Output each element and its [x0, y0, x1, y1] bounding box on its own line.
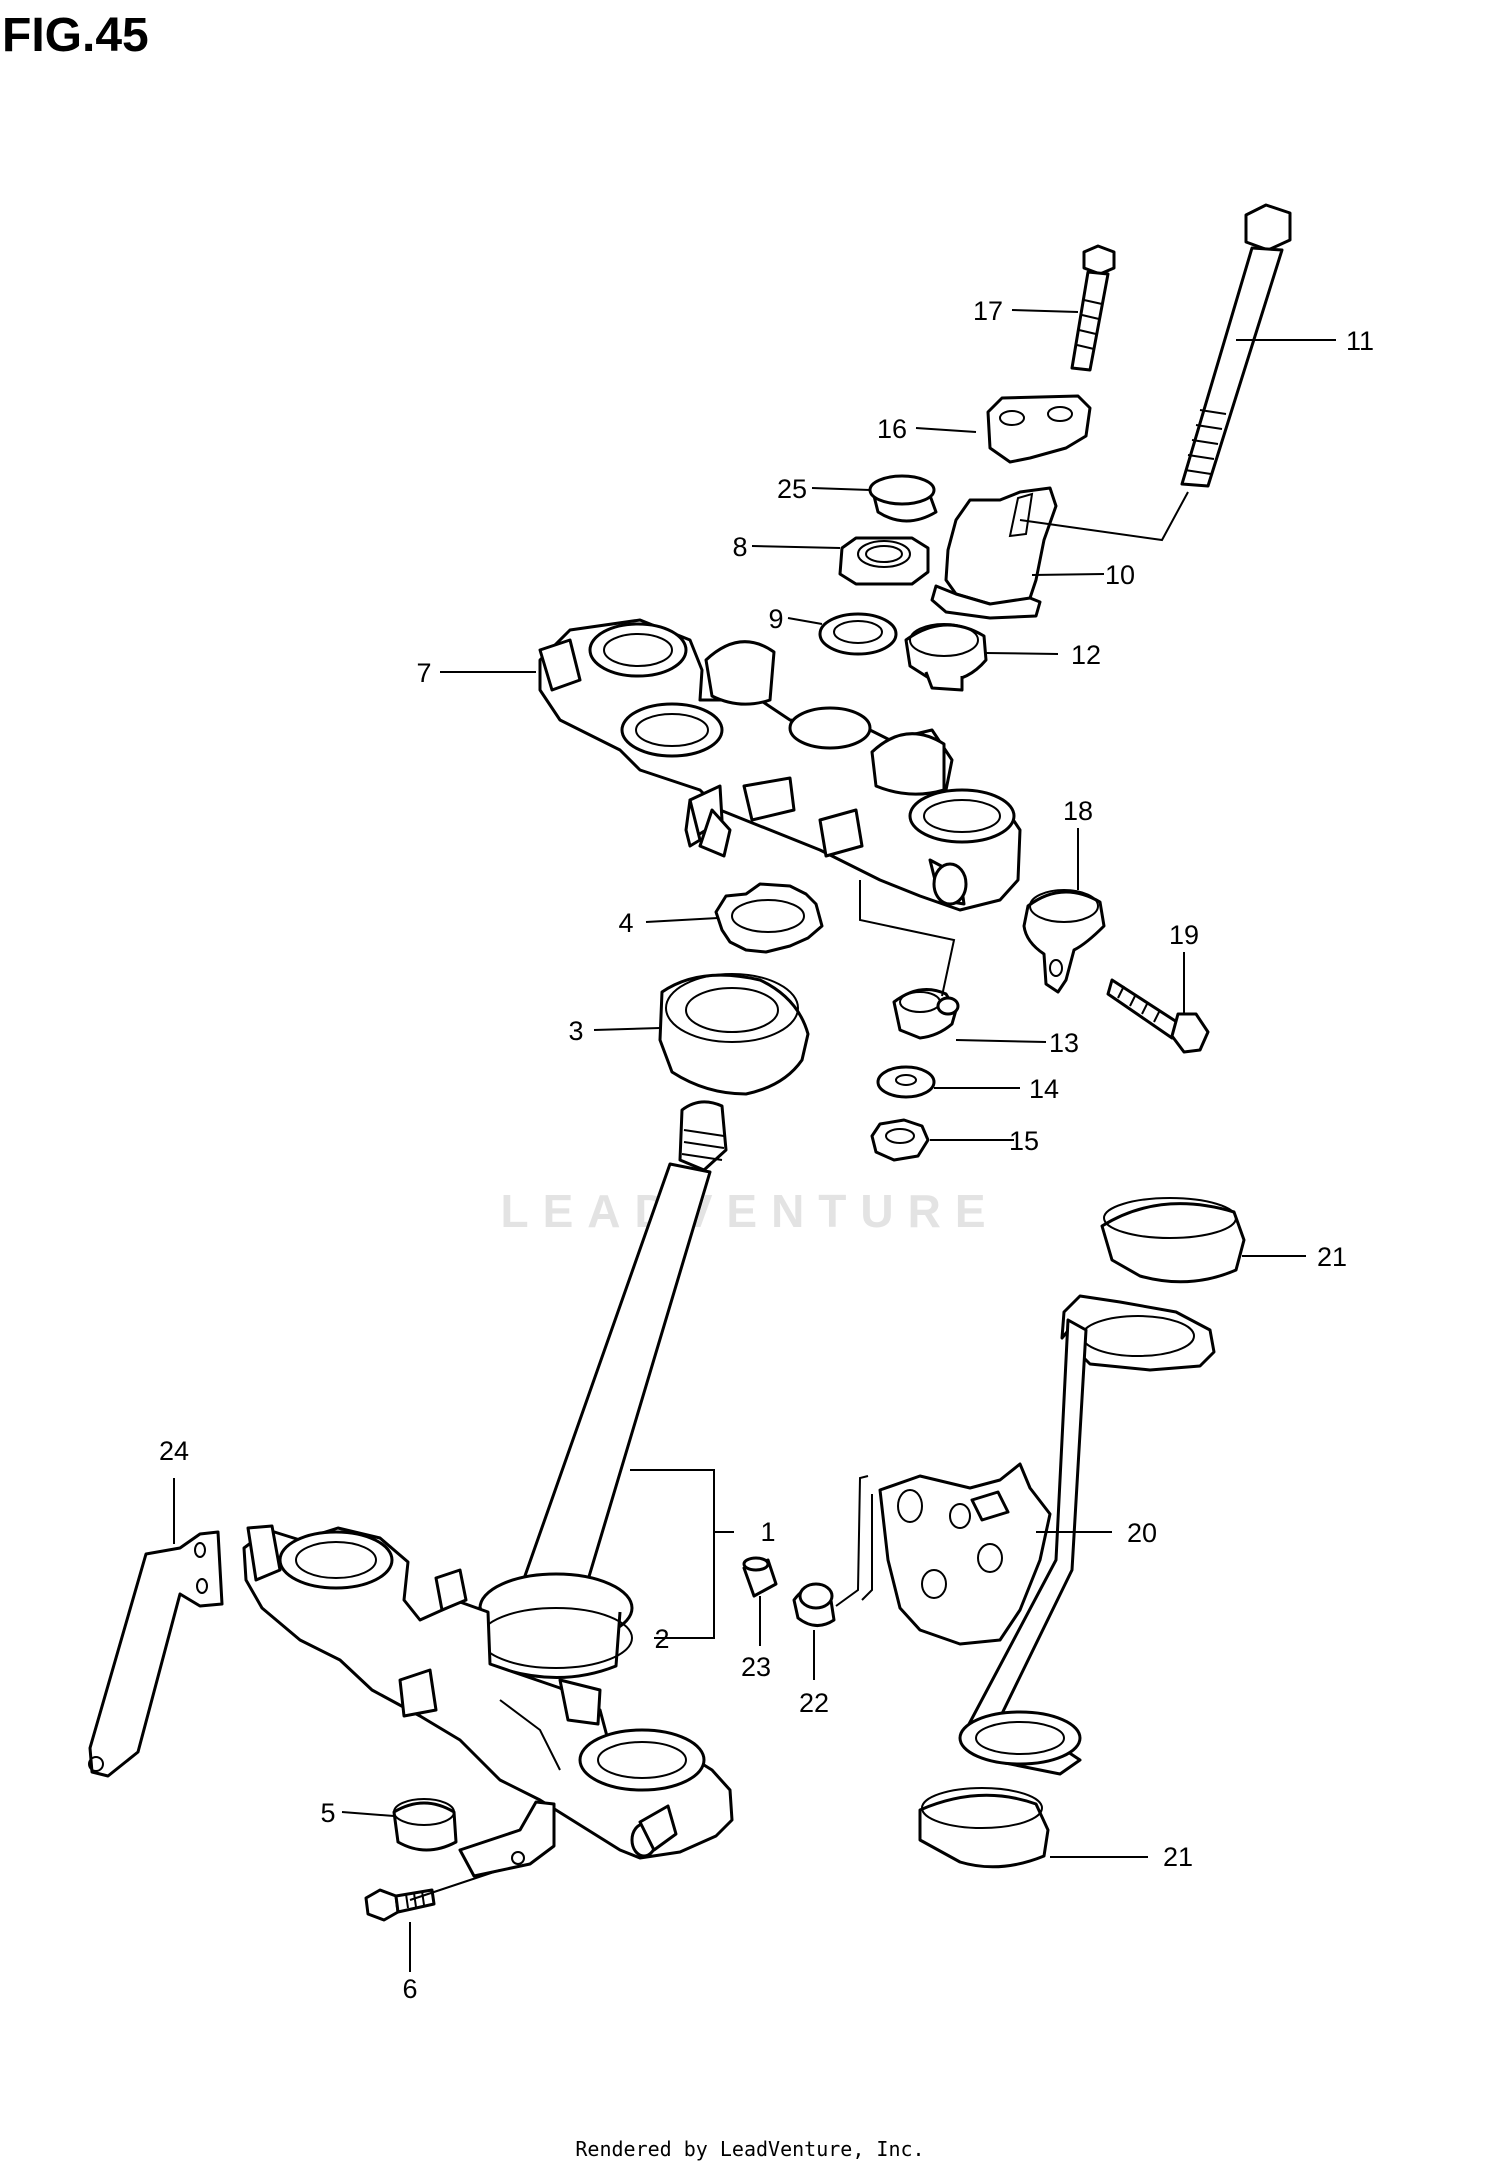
part-16-clamp-cap[interactable]	[986, 394, 1092, 464]
callout-18[interactable]: 18	[1063, 796, 1093, 826]
part-5-grommet[interactable]	[392, 1798, 458, 1852]
callout-15[interactable]: 15	[1009, 1126, 1039, 1156]
callout-22[interactable]: 22	[799, 1688, 829, 1718]
callout-1[interactable]: 1	[760, 1517, 775, 1547]
callout-25[interactable]: 25	[777, 474, 807, 504]
part-22-grommet[interactable]	[792, 1582, 836, 1627]
part-3-bearing[interactable]	[658, 973, 810, 1096]
callout-9[interactable]: 9	[768, 604, 783, 634]
callout-21-upper[interactable]: 21	[1317, 1242, 1347, 1272]
part-10-handlebar-holder[interactable]	[930, 486, 1058, 620]
part-23-collar[interactable]	[742, 1556, 778, 1598]
part-21-grommet-lower[interactable]	[918, 1787, 1050, 1869]
callout-14[interactable]: 14	[1029, 1074, 1059, 1104]
callout-21-lower[interactable]: 21	[1163, 1842, 1193, 1872]
footer-credit: Rendered by LeadVenture, Inc.	[575, 2137, 925, 2161]
part-17-short-bolt[interactable]	[1070, 244, 1116, 372]
callout-19[interactable]: 19	[1169, 920, 1199, 950]
callout-16[interactable]: 16	[877, 414, 907, 444]
callout-11[interactable]: 11	[1346, 326, 1374, 356]
part-15-nut[interactable]	[870, 1118, 930, 1162]
figure-title: FIG.45	[2, 9, 149, 62]
lower-bracket[interactable]	[242, 1524, 734, 1860]
callout-24[interactable]: 24	[159, 1436, 189, 1466]
callout-2[interactable]: 2	[654, 1624, 669, 1654]
part-14-washer[interactable]	[876, 1065, 936, 1099]
part-9-washer[interactable]	[818, 612, 898, 656]
callout-5[interactable]: 5	[320, 1798, 335, 1828]
callout-20[interactable]: 20	[1127, 1518, 1157, 1548]
part-19-bolt[interactable]	[1106, 978, 1210, 1054]
callout-12[interactable]: 12	[1071, 640, 1101, 670]
callout-4[interactable]: 4	[618, 908, 633, 938]
part-24-bracket[interactable]	[88, 1530, 224, 1778]
part-25-cap[interactable]	[868, 474, 938, 523]
part-8-nut[interactable]	[838, 536, 930, 586]
part-21-grommet-upper[interactable]	[1100, 1197, 1246, 1284]
callout-17[interactable]: 17	[973, 296, 1003, 326]
callout-13[interactable]: 13	[1049, 1028, 1079, 1058]
callout-7[interactable]: 7	[416, 658, 431, 688]
part-4-adjusting-nut[interactable]	[714, 882, 824, 954]
callout-3[interactable]: 3	[568, 1016, 583, 1046]
part-13-damper[interactable]	[892, 988, 960, 1040]
callout-10[interactable]: 10	[1105, 560, 1135, 590]
callout-labels: 1 2 3 4 5 6 7 8 9 10 11 12 13 14 15 16 1…	[159, 296, 1374, 2004]
part-7-upper-bracket[interactable]	[538, 618, 1022, 912]
part-12-damper[interactable]	[904, 623, 988, 692]
part-11-long-bolt[interactable]	[1180, 203, 1292, 488]
part-18-clamp-ring[interactable]	[1022, 889, 1106, 994]
callout-23[interactable]: 23	[741, 1652, 771, 1682]
part-1-steering-stem[interactable]	[478, 1100, 728, 1679]
callout-6[interactable]: 6	[402, 1974, 417, 2004]
callout-8[interactable]: 8	[732, 532, 747, 562]
leader-lines	[173, 309, 1336, 1972]
watermark-text: LEADVENTURE	[500, 1185, 999, 1237]
part-20-meter-bracket[interactable]	[878, 1294, 1216, 1776]
lower-mounting-plate[interactable]	[458, 1800, 556, 1878]
